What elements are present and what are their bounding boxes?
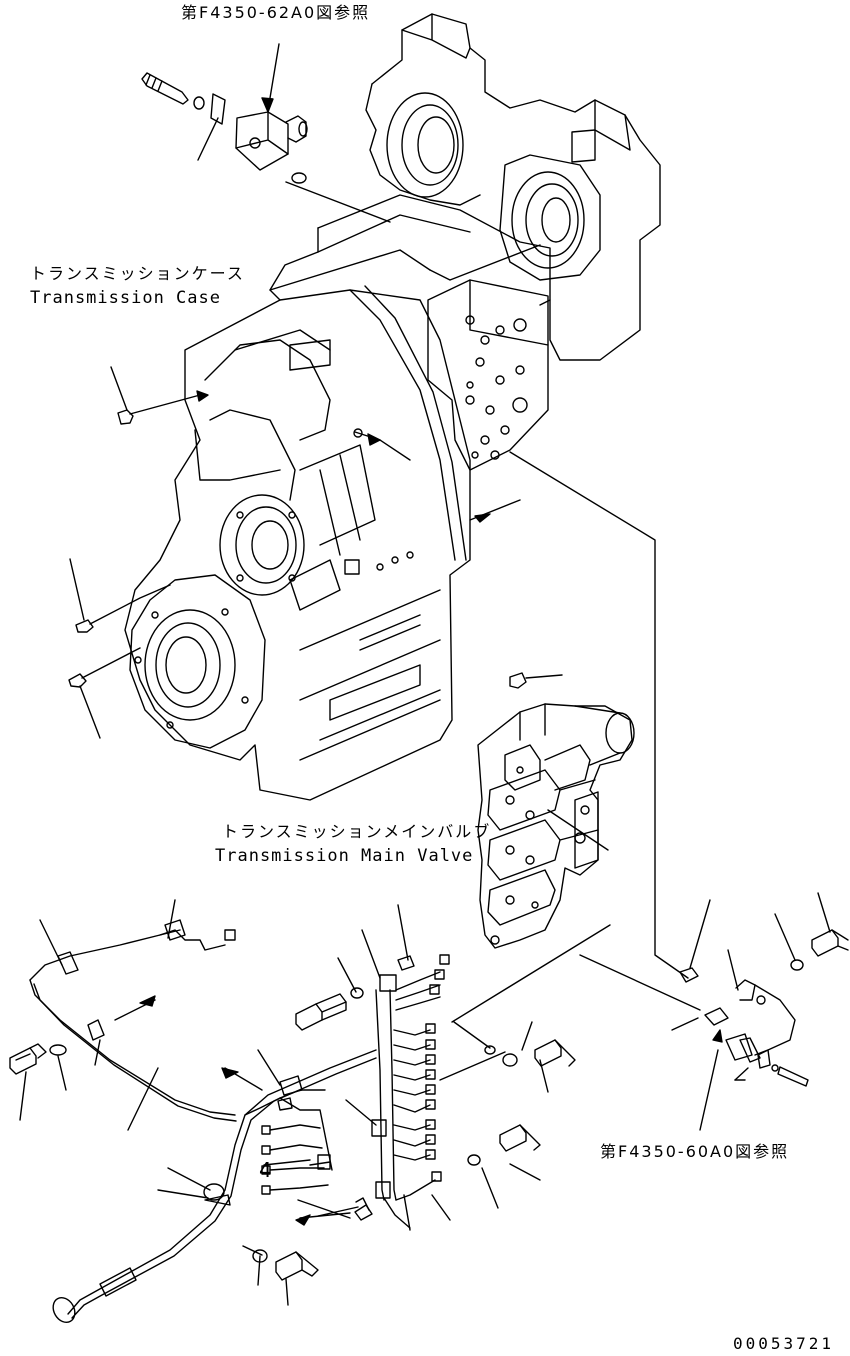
right-bottom-assembly [679,929,849,1087]
main-valve-label-en: Transmission Main Valve [215,846,474,866]
wiring-harness [29,919,450,1324]
transmission-main-valve [477,672,635,949]
document-number: 00053721 [733,1334,835,1353]
main-valve-label-jp: トランスミッションメインバルブ [222,822,492,841]
bolts-washers-left [9,955,576,1281]
transmission-case-label-en: Transmission Case [30,288,221,308]
transmission-case [124,13,661,801]
leader-lines [19,892,831,1306]
transmission-case-label-jp: トランスミッションケース [30,264,245,283]
reference-top: 第F4350-62A0図参照 [181,3,371,22]
top-sensor-assembly [141,43,391,223]
callout-item-4: 4 [259,1158,272,1182]
reference-bottom: 第F4350-60A0図参照 [600,1142,790,1161]
plug-fittings [68,366,689,979]
